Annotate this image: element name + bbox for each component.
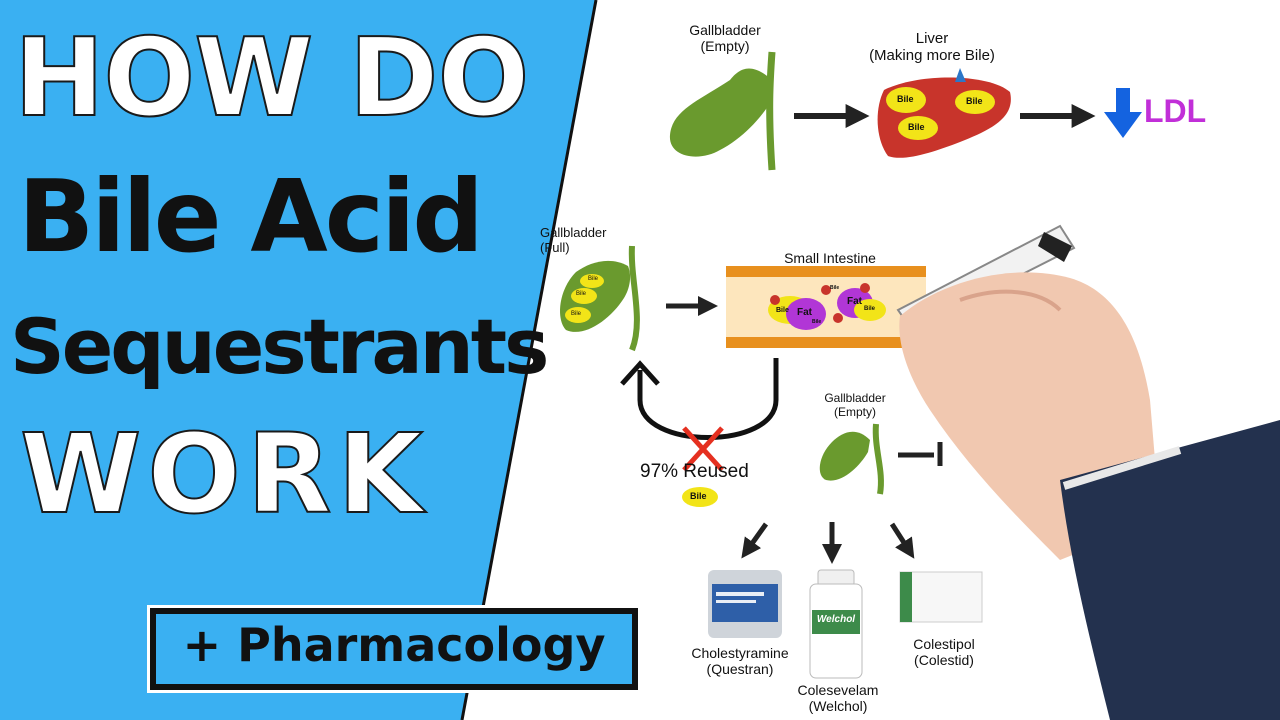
- title-line-4: WORK: [19, 409, 429, 539]
- red-cross-icon: [682, 426, 724, 472]
- ldl-down-arrow-icon: [1104, 88, 1142, 138]
- liver-bile-label: Bile: [908, 122, 925, 132]
- top-gallbladder-icon: [669, 51, 776, 171]
- full-gallbladder-bile: Bile: [571, 311, 582, 317]
- ldl-label: LDL: [1144, 93, 1207, 129]
- liver-icon: [877, 68, 1011, 158]
- intestine-bile: Bile: [864, 306, 876, 312]
- full-gallbladder-icon: [560, 245, 640, 352]
- drug-label-colesevelam: Colesevelam(Welchol): [797, 682, 879, 715]
- intestine-bile: Bile: [830, 285, 840, 291]
- liver-bile-label: Bile: [966, 96, 983, 106]
- drug-label-colestipol: Colestipol(Colestid): [913, 636, 975, 669]
- top-gallbladder-label: Gallbladder(Empty): [689, 22, 761, 55]
- intestine-fat: Fat: [797, 307, 812, 318]
- full-gallbladder-label: Gallbladder(Full): [540, 225, 607, 255]
- subtitle-badge: [150, 608, 638, 690]
- full-gallbladder-bile: Bile: [576, 291, 587, 297]
- mid-gallbladder-icon: [819, 423, 884, 495]
- title-line-1: HOW DO: [13, 15, 530, 142]
- liver-label: Liver(Making more Bile): [869, 30, 995, 65]
- title-line-3: Sequestrants: [10, 302, 549, 391]
- colestid-box: [899, 571, 983, 623]
- welchol-bottle-label: Welchol: [816, 614, 856, 625]
- title-line-2: Bile Acid: [18, 158, 484, 275]
- reused-label: 97% Reused: [640, 461, 749, 482]
- mid-gallbladder-label: Gallbladder(Empty): [824, 391, 886, 419]
- hand-with-marker: [896, 224, 1280, 720]
- subtitle-badge-text: + Pharmacology: [182, 618, 606, 672]
- liver-bile-label: Bile: [897, 94, 914, 104]
- full-gallbladder-bile: Bile: [588, 276, 599, 282]
- small-intestine-label: Small Intestine: [784, 250, 876, 266]
- reused-bile-label: Bile: [690, 491, 707, 501]
- bile-blob: [955, 90, 995, 114]
- reused-bile-blob: [682, 487, 718, 507]
- recycle-arrow: [637, 358, 779, 440]
- questran-canister: [708, 570, 782, 638]
- intestine-bile: Bile: [812, 319, 822, 325]
- welchol-bottle: [809, 569, 863, 679]
- intestine-fat: Fat: [847, 296, 862, 307]
- bile-blob: [898, 116, 938, 140]
- drug-label-cholestyramine: Cholestyramine(Questran): [691, 645, 789, 678]
- small-intestine-icon: [726, 266, 926, 348]
- intestine-bile: Bile: [776, 307, 789, 314]
- bile-blob: [886, 87, 926, 113]
